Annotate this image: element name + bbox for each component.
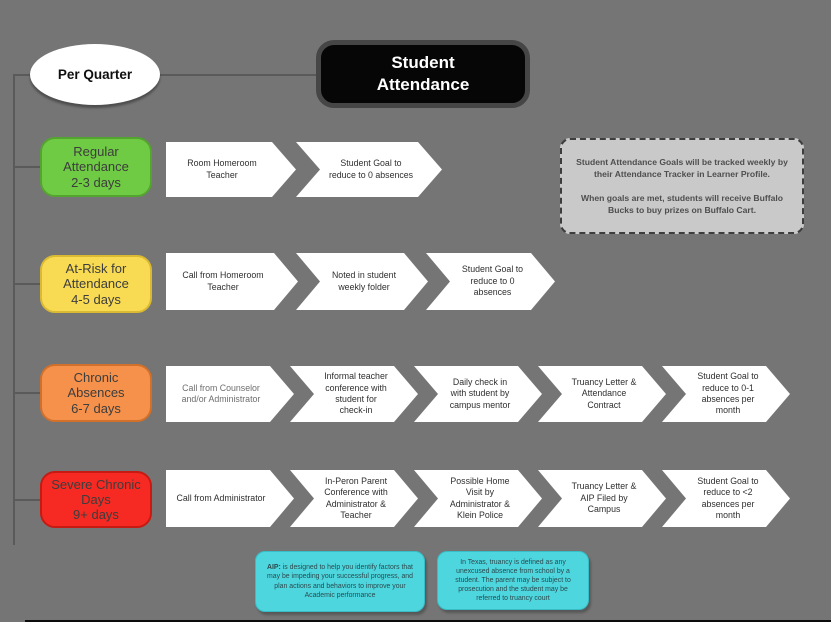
step-chevron-chronic-absences-3[interactable]: Daily check in with student by campus me… [414, 366, 542, 422]
step-label: Informal teacher conference with student… [324, 371, 388, 416]
step-chevron-severe-chronic-1[interactable]: Call from Administrator [166, 470, 294, 527]
connector-branch-severe [13, 499, 41, 501]
connector-branch-at-risk [13, 283, 41, 285]
step-chevron-chronic-absences-5[interactable]: Student Goal to reduce to 0-1 absences p… [662, 366, 790, 422]
connector-branch-chronic [13, 392, 41, 394]
per-quarter-label: Per Quarter [57, 67, 133, 82]
texas-note-text: In Texas, truancy is defined as any unex… [455, 558, 571, 603]
step-label: Student Goal to reduce to 0-1 absences p… [697, 371, 759, 416]
step-chevron-severe-chronic-2[interactable]: In-Peron Parent Conference with Administ… [290, 470, 418, 527]
step-label: Room Homeroom Teacher [187, 158, 257, 180]
category-label: Chronic Absences 6-7 days [67, 370, 125, 416]
step-label: Noted in student weekly folder [331, 270, 397, 292]
page-title: Student Attendance [376, 52, 470, 94]
step-label: Call from Counselor and/or Administrator [181, 382, 261, 404]
step-label: Student Goal to reduce to <2 absences pe… [697, 475, 759, 520]
title-node[interactable]: Student Attendance [316, 40, 530, 108]
texas-truancy-note[interactable]: In Texas, truancy is defined as any unex… [437, 551, 589, 610]
aip-note[interactable]: AIP: is designed to help you identify fa… [255, 551, 425, 612]
tracker-note-text: Student Attendance Goals will be tracked… [576, 156, 788, 216]
step-chevron-severe-chronic-4[interactable]: Truancy Letter & AIP Filed by Campus [538, 470, 666, 527]
step-chevron-chronic-absences-1[interactable]: Call from Counselor and/or Administrator [166, 366, 294, 422]
category-box-chronic-absences[interactable]: Chronic Absences 6-7 days [40, 364, 152, 422]
category-label: Regular Attendance 2-3 days [63, 144, 129, 190]
bottom-edge-line [25, 620, 831, 622]
connector-ellipse-to-title [158, 74, 316, 76]
category-box-at-risk[interactable]: At-Risk for Attendance 4-5 days [40, 255, 152, 313]
step-chevron-severe-chronic-3[interactable]: Possible Home Visit by Administrator & K… [414, 470, 542, 527]
step-label: Call from Homeroom Teacher [182, 270, 264, 292]
step-label: Truancy Letter & Attendance Contract [571, 376, 637, 410]
step-label: Possible Home Visit by Administrator & K… [449, 475, 511, 520]
category-label: At-Risk for Attendance 4-5 days [63, 261, 129, 307]
aip-note-text: AIP: is designed to help you identify fa… [267, 564, 413, 599]
connector-trunk-line [13, 74, 15, 545]
step-chevron-at-risk-3[interactable]: Student Goal to reduce to 0 absences [426, 253, 555, 310]
step-chevron-regular-attendance-2[interactable]: Student Goal to reduce to 0 absences [296, 142, 442, 197]
step-chevron-at-risk-2[interactable]: Noted in student weekly folder [296, 253, 428, 310]
step-chevron-chronic-absences-2[interactable]: Informal teacher conference with student… [290, 366, 418, 422]
step-label: In-Peron Parent Conference with Administ… [324, 475, 388, 520]
connector-branch-regular [13, 166, 41, 168]
category-box-regular-attendance[interactable]: Regular Attendance 2-3 days [40, 137, 152, 197]
per-quarter-node[interactable]: Per Quarter [30, 44, 160, 105]
step-chevron-regular-attendance-1[interactable]: Room Homeroom Teacher [166, 142, 296, 197]
step-label: Daily check in with student by campus me… [449, 376, 511, 410]
step-chevron-chronic-absences-4[interactable]: Truancy Letter & Attendance Contract [538, 366, 666, 422]
step-chevron-at-risk-1[interactable]: Call from Homeroom Teacher [166, 253, 298, 310]
category-label: Severe Chronic Days 9+ days [51, 476, 141, 523]
step-chevron-severe-chronic-5[interactable]: Student Goal to reduce to <2 absences pe… [662, 470, 790, 527]
step-label: Student Goal to reduce to 0 absences [461, 264, 524, 298]
tracker-note[interactable]: Student Attendance Goals will be tracked… [560, 138, 804, 234]
category-box-severe-chronic[interactable]: Severe Chronic Days 9+ days [40, 471, 152, 528]
connector-branch-per-quarter [13, 74, 33, 76]
step-label: Student Goal to reduce to 0 absences [328, 158, 414, 180]
step-label: Truancy Letter & AIP Filed by Campus [571, 481, 637, 515]
step-label: Call from Administrator [176, 492, 266, 503]
